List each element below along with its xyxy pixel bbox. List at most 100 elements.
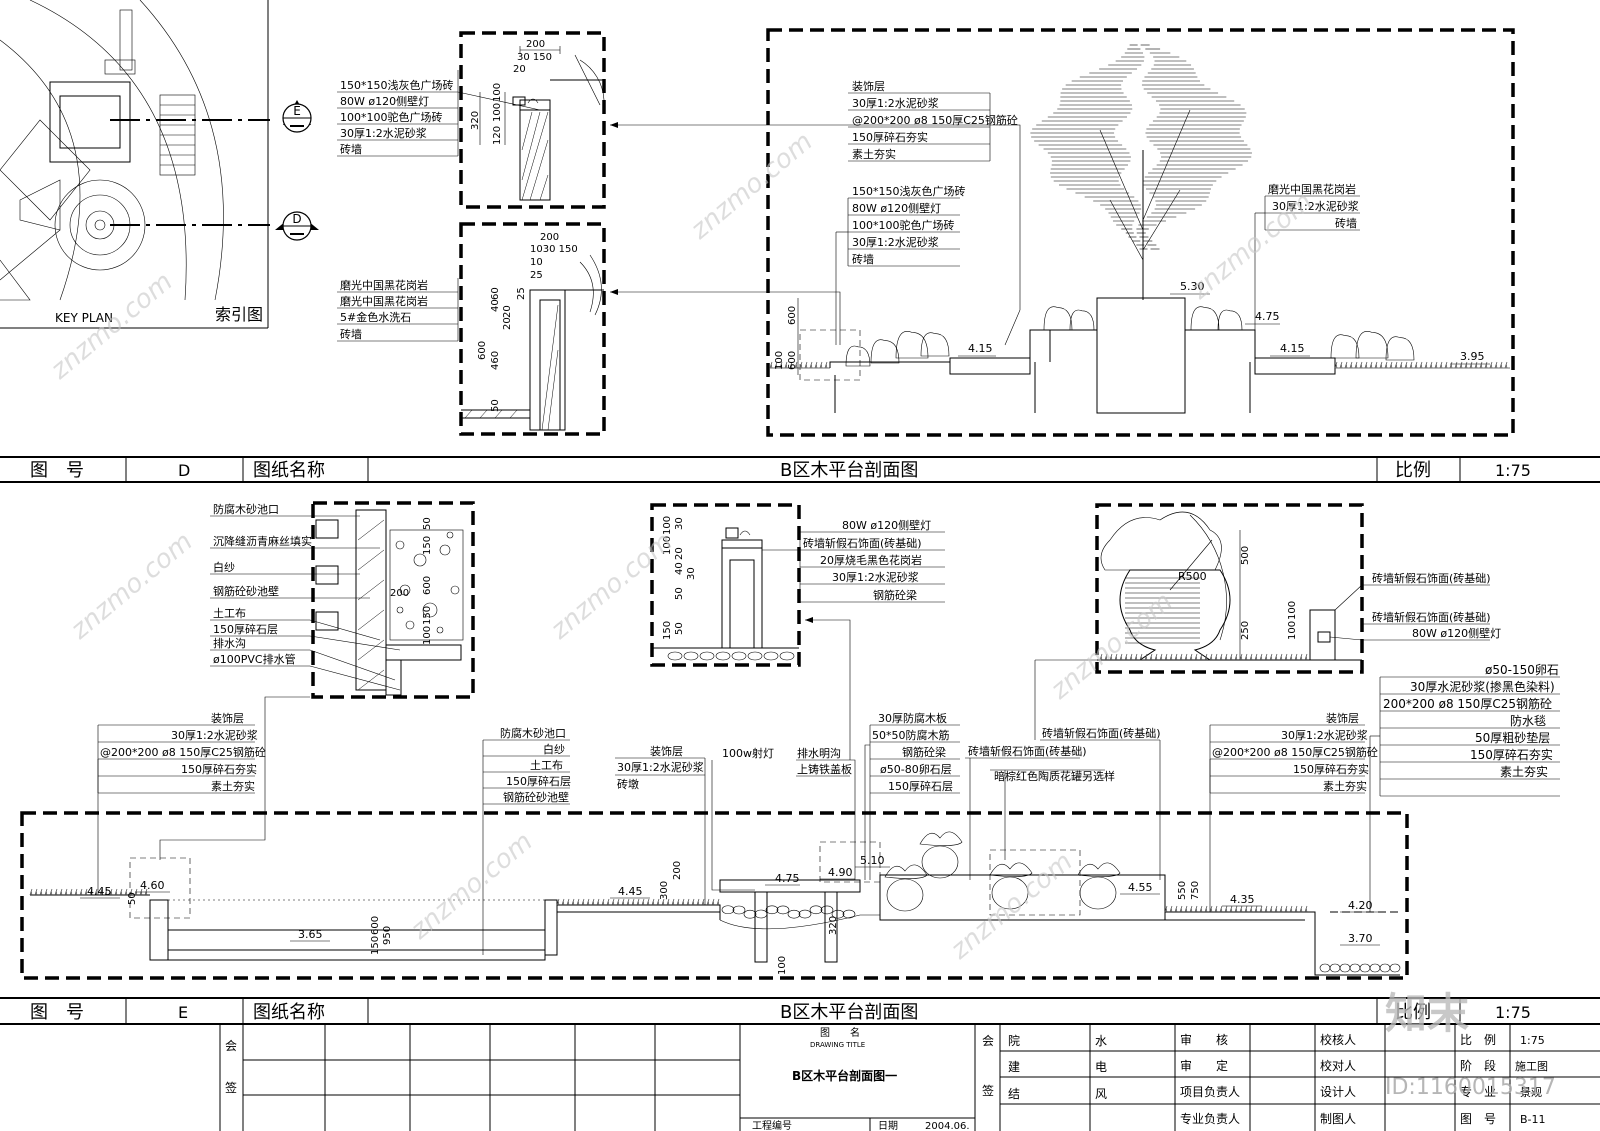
svg-text:200: 200 xyxy=(390,588,409,599)
detail-pot: R500 500 250 100 100 砖墙斩假石饰面(砖基础) 砖墙斩假石饰… xyxy=(1095,503,1501,674)
svg-text:460: 460 xyxy=(490,351,501,370)
svg-text:白纱: 白纱 xyxy=(213,560,235,574)
svg-text:100: 100 xyxy=(662,536,673,555)
section-marker-e: E xyxy=(282,100,312,133)
svg-text:10: 10 xyxy=(530,257,543,268)
svg-text:200*200 ø8 150厚C25钢筋砼: 200*200 ø8 150厚C25钢筋砼 xyxy=(1383,696,1552,711)
svg-text:30厚水泥砂浆(掺黑色染料): 30厚水泥砂浆(掺黑色染料) xyxy=(1410,679,1555,694)
svg-text:会: 会 xyxy=(982,1034,994,1048)
svg-text:@200*200 ø8 150厚C25钢筋砼: @200*200 ø8 150厚C25钢筋砼 xyxy=(1212,745,1378,759)
svg-text:阶 段: 阶 段 xyxy=(1460,1058,1496,1073)
detail-wall: 100 100 20 50 150 50 40 30 30 80W ø120侧壁… xyxy=(650,503,945,667)
svg-text:950: 950 xyxy=(382,926,393,945)
svg-text:防水毯: 防水毯 xyxy=(1510,713,1546,728)
svg-text:工程编号: 工程编号 xyxy=(752,1119,792,1131)
svg-text:砖墩: 砖墩 xyxy=(617,777,639,791)
svg-text:装饰层: 装饰层 xyxy=(211,711,244,725)
svg-text:砖墙: 砖墙 xyxy=(852,252,874,266)
svg-text:比例: 比例 xyxy=(1395,1002,1431,1023)
svg-text:4.75: 4.75 xyxy=(1255,310,1280,323)
svg-text:防腐木砂池口: 防腐木砂池口 xyxy=(500,726,566,740)
svg-text:50: 50 xyxy=(127,892,138,905)
detail-top-2: 200 1030 150 10 25 25 20 60 40 600 460 5… xyxy=(337,222,606,436)
svg-text:30厚1:2水泥砂浆: 30厚1:2水泥砂浆 xyxy=(1272,199,1359,213)
svg-text:150厚碎石夯实: 150厚碎石夯实 xyxy=(1470,747,1553,762)
svg-text:3.95: 3.95 xyxy=(1460,350,1485,363)
svg-text:20厚烧毛黑色花岗岩: 20厚烧毛黑色花岗岩 xyxy=(820,553,922,567)
svg-text:50: 50 xyxy=(674,622,685,635)
title-block: 会 签 图 名 DRAWING TITLE B区木平台剖面图一 工程编号 日期 … xyxy=(219,1024,1600,1131)
svg-text:素土夯实: 素土夯实 xyxy=(1323,779,1367,793)
svg-text:100: 100 xyxy=(777,956,788,975)
svg-text:素土夯实: 素土夯实 xyxy=(852,147,896,161)
svg-text:150厚碎石夯实: 150厚碎石夯实 xyxy=(852,130,928,144)
svg-text:30厚1:2水泥砂浆: 30厚1:2水泥砂浆 xyxy=(852,96,939,110)
svg-text:znzmo.com: znzmo.com xyxy=(404,827,538,946)
svg-text:@200*200 ø8 150厚C25钢筋砼: @200*200 ø8 150厚C25钢筋砼 xyxy=(100,745,266,759)
svg-text:砖墙斩假石饰面(砖基础): 砖墙斩假石饰面(砖基础) xyxy=(1042,726,1161,740)
svg-text:80W ø120侧壁灯: 80W ø120侧壁灯 xyxy=(340,94,429,108)
svg-text:装饰层: 装饰层 xyxy=(650,744,683,758)
svg-text:素土夯实: 素土夯实 xyxy=(1500,764,1548,779)
svg-text:320: 320 xyxy=(828,916,839,935)
svg-text:暗棕红色陶质花罐另选样: 暗棕红色陶质花罐另选样 xyxy=(994,769,1115,783)
svg-text:钢筋砼砂池壁: 钢筋砼砂池壁 xyxy=(213,584,279,598)
svg-text:砖墙: 砖墙 xyxy=(340,142,362,156)
svg-text:40: 40 xyxy=(490,299,501,312)
svg-text:图 号: 图 号 xyxy=(30,1002,84,1023)
svg-text:600: 600 xyxy=(422,576,433,595)
svg-text:200: 200 xyxy=(526,39,545,50)
svg-text:水: 水 xyxy=(1095,1034,1107,1048)
svg-text:项目负责人: 项目负责人 xyxy=(1180,1085,1240,1099)
svg-text:砖墙斩假石饰面(砖基础): 砖墙斩假石饰面(砖基础) xyxy=(1372,610,1491,624)
svg-text:600: 600 xyxy=(477,341,488,360)
svg-text:200: 200 xyxy=(672,861,683,880)
svg-text:@200*200 ø8 150厚C25钢筋砼: @200*200 ø8 150厚C25钢筋砼 xyxy=(852,113,1018,127)
svg-text:20: 20 xyxy=(513,64,526,75)
svg-text:30: 30 xyxy=(674,517,685,530)
svg-text:建: 建 xyxy=(1008,1060,1020,1074)
svg-text:600: 600 xyxy=(370,916,381,935)
svg-text:会: 会 xyxy=(225,1039,237,1053)
svg-text:20: 20 xyxy=(502,317,513,330)
svg-text:磨光中国黑花岗岩: 磨光中国黑花岗岩 xyxy=(340,278,428,292)
svg-text:砖墙: 砖墙 xyxy=(1335,216,1357,230)
svg-text:1030 150: 1030 150 xyxy=(530,244,578,255)
svg-text:100*100驼色广场砖: 100*100驼色广场砖 xyxy=(340,110,443,124)
svg-text:4.60: 4.60 xyxy=(140,879,165,892)
section-e: 4.45 4.60 3.65 4.45 4.75 4.90 5.10 4.55 … xyxy=(20,617,1560,980)
svg-text:80W ø120侧壁灯: 80W ø120侧壁灯 xyxy=(852,201,941,215)
svg-text:20: 20 xyxy=(674,547,685,560)
svg-text:ø50-80卵石层: ø50-80卵石层 xyxy=(880,763,952,776)
svg-text:4.45: 4.45 xyxy=(87,885,112,898)
svg-text:320: 320 xyxy=(470,111,481,130)
svg-text:100: 100 xyxy=(422,626,433,645)
svg-text:100: 100 xyxy=(492,83,503,102)
svg-text:磨光中国黑花岗岩: 磨光中国黑花岗岩 xyxy=(1268,182,1356,196)
svg-text:500: 500 xyxy=(1240,546,1251,565)
section-d: 4.15 5.30 4.75 4.15 3.95 600 600 100 装饰层… xyxy=(766,28,1515,437)
svg-text:4.15: 4.15 xyxy=(1280,342,1305,355)
svg-text:1:75: 1:75 xyxy=(1495,461,1531,480)
svg-text:150: 150 xyxy=(422,606,433,625)
svg-text:znzmo.com: znzmo.com xyxy=(544,527,678,646)
svg-text:150厚碎石层: 150厚碎石层 xyxy=(506,774,571,788)
svg-text:上铸铁盖板: 上铸铁盖板 xyxy=(797,762,852,776)
svg-text:排水沟: 排水沟 xyxy=(213,636,246,650)
svg-text:150厚碎石层: 150厚碎石层 xyxy=(888,779,953,793)
svg-text:图纸名称: 图纸名称 xyxy=(253,460,325,481)
svg-text:30厚1:2水泥砂浆: 30厚1:2水泥砂浆 xyxy=(171,728,258,742)
svg-text:100: 100 xyxy=(492,103,503,122)
svg-text:100: 100 xyxy=(1287,621,1298,640)
svg-text:100w射灯: 100w射灯 xyxy=(722,746,774,760)
svg-text:D: D xyxy=(292,212,301,226)
svg-text:防腐木砂池口: 防腐木砂池口 xyxy=(213,502,279,516)
svg-text:制图人: 制图人 xyxy=(1320,1112,1356,1126)
svg-text:50: 50 xyxy=(422,517,433,530)
svg-text:30厚防腐木板: 30厚防腐木板 xyxy=(878,711,947,725)
svg-text:土工布: 土工布 xyxy=(530,759,563,772)
svg-text:3.70: 3.70 xyxy=(1348,932,1373,945)
svg-text:ø50-150卵石: ø50-150卵石 xyxy=(1485,663,1559,677)
key-plan: E D KEY PLAN 索引图 xyxy=(0,0,319,329)
